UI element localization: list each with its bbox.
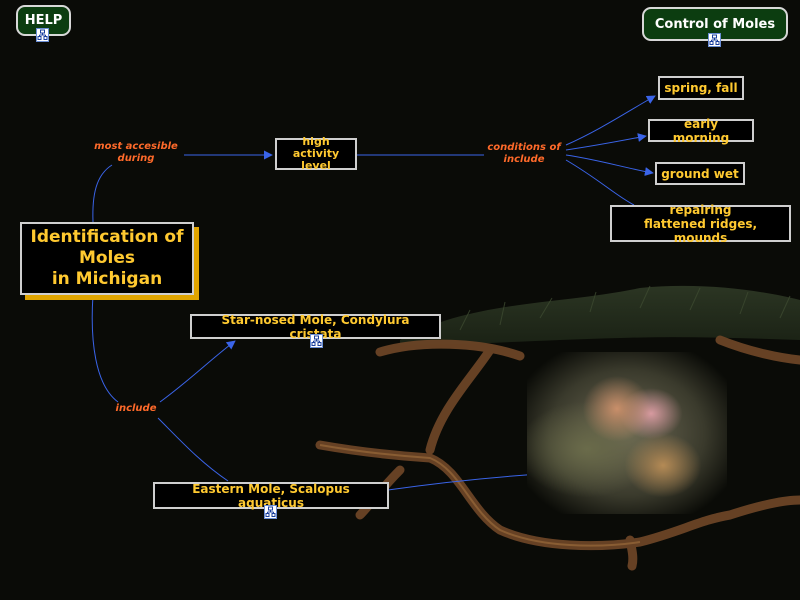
help-button[interactable]: HELP [16, 5, 71, 36]
connector-to-repair [565, 159, 635, 206]
include-label: include [115, 403, 157, 414]
concept-ground-wet: ground wet [655, 162, 745, 185]
mole-photo[interactable] [527, 352, 727, 514]
main-concept-line3: in Michigan [51, 269, 163, 289]
starnosed-resource-icon[interactable] [310, 334, 323, 348]
high-line2: activity level [292, 147, 340, 172]
connector-to-spring [565, 95, 656, 146]
connector-main-to-accessible [92, 164, 113, 223]
concept-high-activity: high activity level [275, 135, 357, 172]
concept-eastern-mole: Eastern Mole, Scalopus aquaticus [153, 481, 389, 510]
accessible-line2: during [117, 153, 155, 164]
connector-include-to-starnosed [159, 340, 236, 403]
grass-strip [400, 285, 800, 345]
ground-label: ground wet [661, 166, 739, 181]
linking-phrase-accessible: most accesible during [88, 141, 184, 165]
main-concept-line1: Identification of [30, 227, 184, 247]
connector-include-to-eastern [157, 417, 229, 482]
eastern-resource-icon[interactable] [264, 505, 277, 519]
linking-phrase-conditions: conditions of include [482, 142, 566, 166]
main-concept-line2: Moles [78, 248, 136, 268]
tunnel-right [715, 335, 800, 365]
conditions-line2: include [503, 154, 545, 165]
control-of-moles-label: Control of Moles [654, 16, 776, 32]
main-concept-identification: Identification of Moles in Michigan [20, 222, 194, 295]
concept-early-morning: early morning [648, 116, 754, 145]
spring-label: spring, fall [664, 81, 738, 95]
connector-eastern-to-photo [387, 470, 541, 491]
connector-to-early [565, 133, 647, 151]
repair-line1: repairing [669, 202, 732, 217]
control-resource-icon[interactable] [708, 33, 721, 47]
repair-line2: flattened ridges, mounds [643, 216, 758, 245]
starnosed-label: Star-nosed Mole, Condylura cristata [221, 312, 410, 341]
connector-to-ground [565, 154, 654, 177]
connector-main-to-include [91, 294, 119, 403]
help-resource-icon[interactable] [36, 28, 49, 42]
tunnel-upper [375, 339, 525, 361]
conditions-line1: conditions of [487, 142, 561, 153]
concept-spring-fall: spring, fall [658, 76, 744, 100]
eastern-label: Eastern Mole, Scalopus aquaticus [192, 481, 350, 510]
early-label: early morning [672, 116, 730, 145]
tunnel-left-branch [425, 345, 495, 455]
linking-phrase-include: include [112, 403, 160, 415]
help-button-label: HELP [24, 13, 63, 28]
concept-repairing: repairing flattened ridges, mounds [610, 202, 791, 245]
high-line1: high [302, 135, 330, 148]
accessible-line1: most accesible [94, 141, 178, 152]
